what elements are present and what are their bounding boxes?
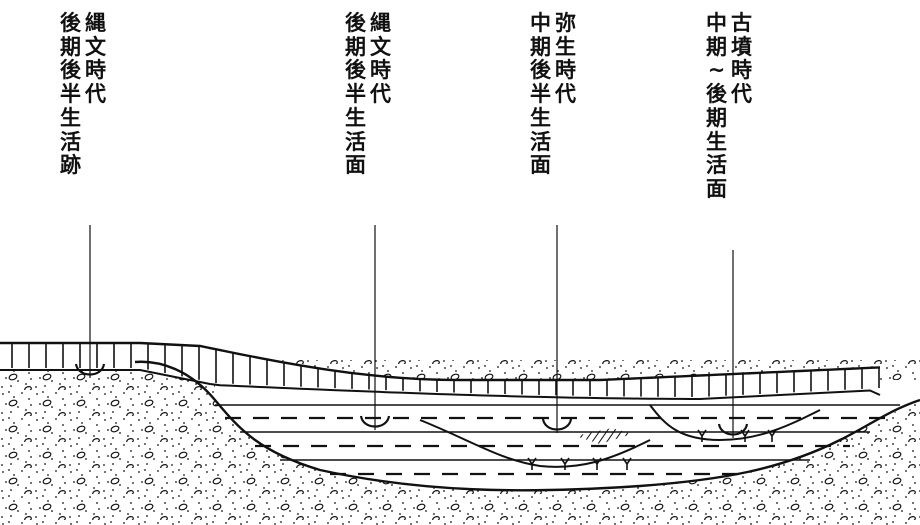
label-column: 中期~後期生活面 — [706, 11, 727, 202]
label-char: 生 — [530, 105, 551, 130]
label-char: 面 — [345, 153, 366, 178]
label-char: 面 — [706, 177, 727, 202]
label-char: 文 — [370, 34, 391, 59]
label-char: 生 — [60, 105, 81, 130]
label-char: 半 — [530, 82, 551, 107]
surface-indicator-lines — [74, 225, 749, 438]
label-char: 時 — [370, 58, 391, 83]
label-char: 後 — [345, 11, 366, 35]
label-char: 文 — [85, 34, 106, 59]
label-kofun-surface: 古墳時代 中期~後期生活面 — [706, 11, 752, 202]
label-char: 生 — [706, 129, 727, 154]
y-mark — [592, 457, 602, 470]
label-jomon-late-surface: 縄文時代 後期後半生活面 — [345, 11, 391, 178]
label-column: 後期後半生活跡 — [60, 11, 81, 178]
pit-outline — [74, 363, 106, 376]
label-char: 縄 — [85, 11, 106, 35]
label-column: 古墳時代 — [731, 11, 752, 202]
label-char: 時 — [85, 58, 106, 83]
label-char: 期 — [530, 34, 551, 59]
label-char: 中 — [530, 11, 551, 35]
hatched-lens — [575, 428, 632, 444]
y-mark — [560, 457, 570, 470]
label-column: 後期後半生活面 — [345, 11, 366, 178]
label-char: 期 — [345, 34, 366, 59]
pit-outline — [359, 415, 391, 428]
label-char: 跡 — [60, 153, 81, 178]
label-char: 生 — [345, 105, 366, 130]
label-column: 縄文時代 — [85, 11, 106, 178]
label-char: 期 — [706, 34, 727, 59]
label-char: 半 — [345, 82, 366, 107]
label-char: 代 — [731, 82, 752, 107]
label-char: 活 — [345, 129, 366, 154]
label-char: 後 — [530, 58, 551, 83]
label-char: 中 — [706, 11, 727, 35]
label-char: 弥 — [555, 11, 576, 35]
label-jomon-late-site: 縄文時代 後期後半生活跡 — [60, 11, 106, 178]
label-column: 中期後半生活面 — [530, 11, 551, 178]
label-char: 縄 — [370, 11, 391, 35]
label-char: 代 — [555, 82, 576, 107]
pit-outline — [541, 418, 573, 431]
label-char: 代 — [85, 82, 106, 107]
label-column: 縄文時代 — [370, 11, 391, 178]
label-char: 活 — [530, 129, 551, 154]
y-marks — [527, 429, 777, 470]
label-char: 期 — [706, 105, 727, 130]
label-char: 後 — [60, 58, 81, 83]
basin-sediment — [215, 380, 920, 491]
y-mark — [622, 457, 632, 470]
label-char: 後 — [345, 58, 366, 83]
y-mark — [527, 457, 537, 470]
label-char: 半 — [60, 82, 81, 107]
y-mark — [697, 429, 707, 442]
label-char: 生 — [555, 34, 576, 59]
basin-outline — [134, 360, 920, 492]
label-char: 古 — [731, 11, 752, 35]
y-mark — [767, 429, 777, 442]
label-yayoi-middle-surface: 弥生時代 中期後半生活面 — [530, 11, 576, 178]
label-char: 後 — [60, 11, 81, 35]
y-mark — [740, 429, 750, 442]
label-char: 活 — [60, 129, 81, 154]
channel-line — [649, 404, 821, 442]
label-column: 弥生時代 — [555, 11, 576, 178]
label-char: 面 — [530, 153, 551, 178]
channel-line — [419, 419, 651, 468]
label-char: ~ — [707, 58, 726, 83]
label-char: 時 — [731, 58, 752, 83]
label-char: 墳 — [731, 34, 752, 59]
label-char: 活 — [706, 153, 727, 178]
label-char: 時 — [555, 58, 576, 83]
label-char: 代 — [370, 82, 391, 107]
pit-outline — [717, 423, 749, 436]
strata-lines — [215, 404, 900, 476]
label-char: 後 — [706, 82, 727, 107]
label-char: 期 — [60, 34, 81, 59]
